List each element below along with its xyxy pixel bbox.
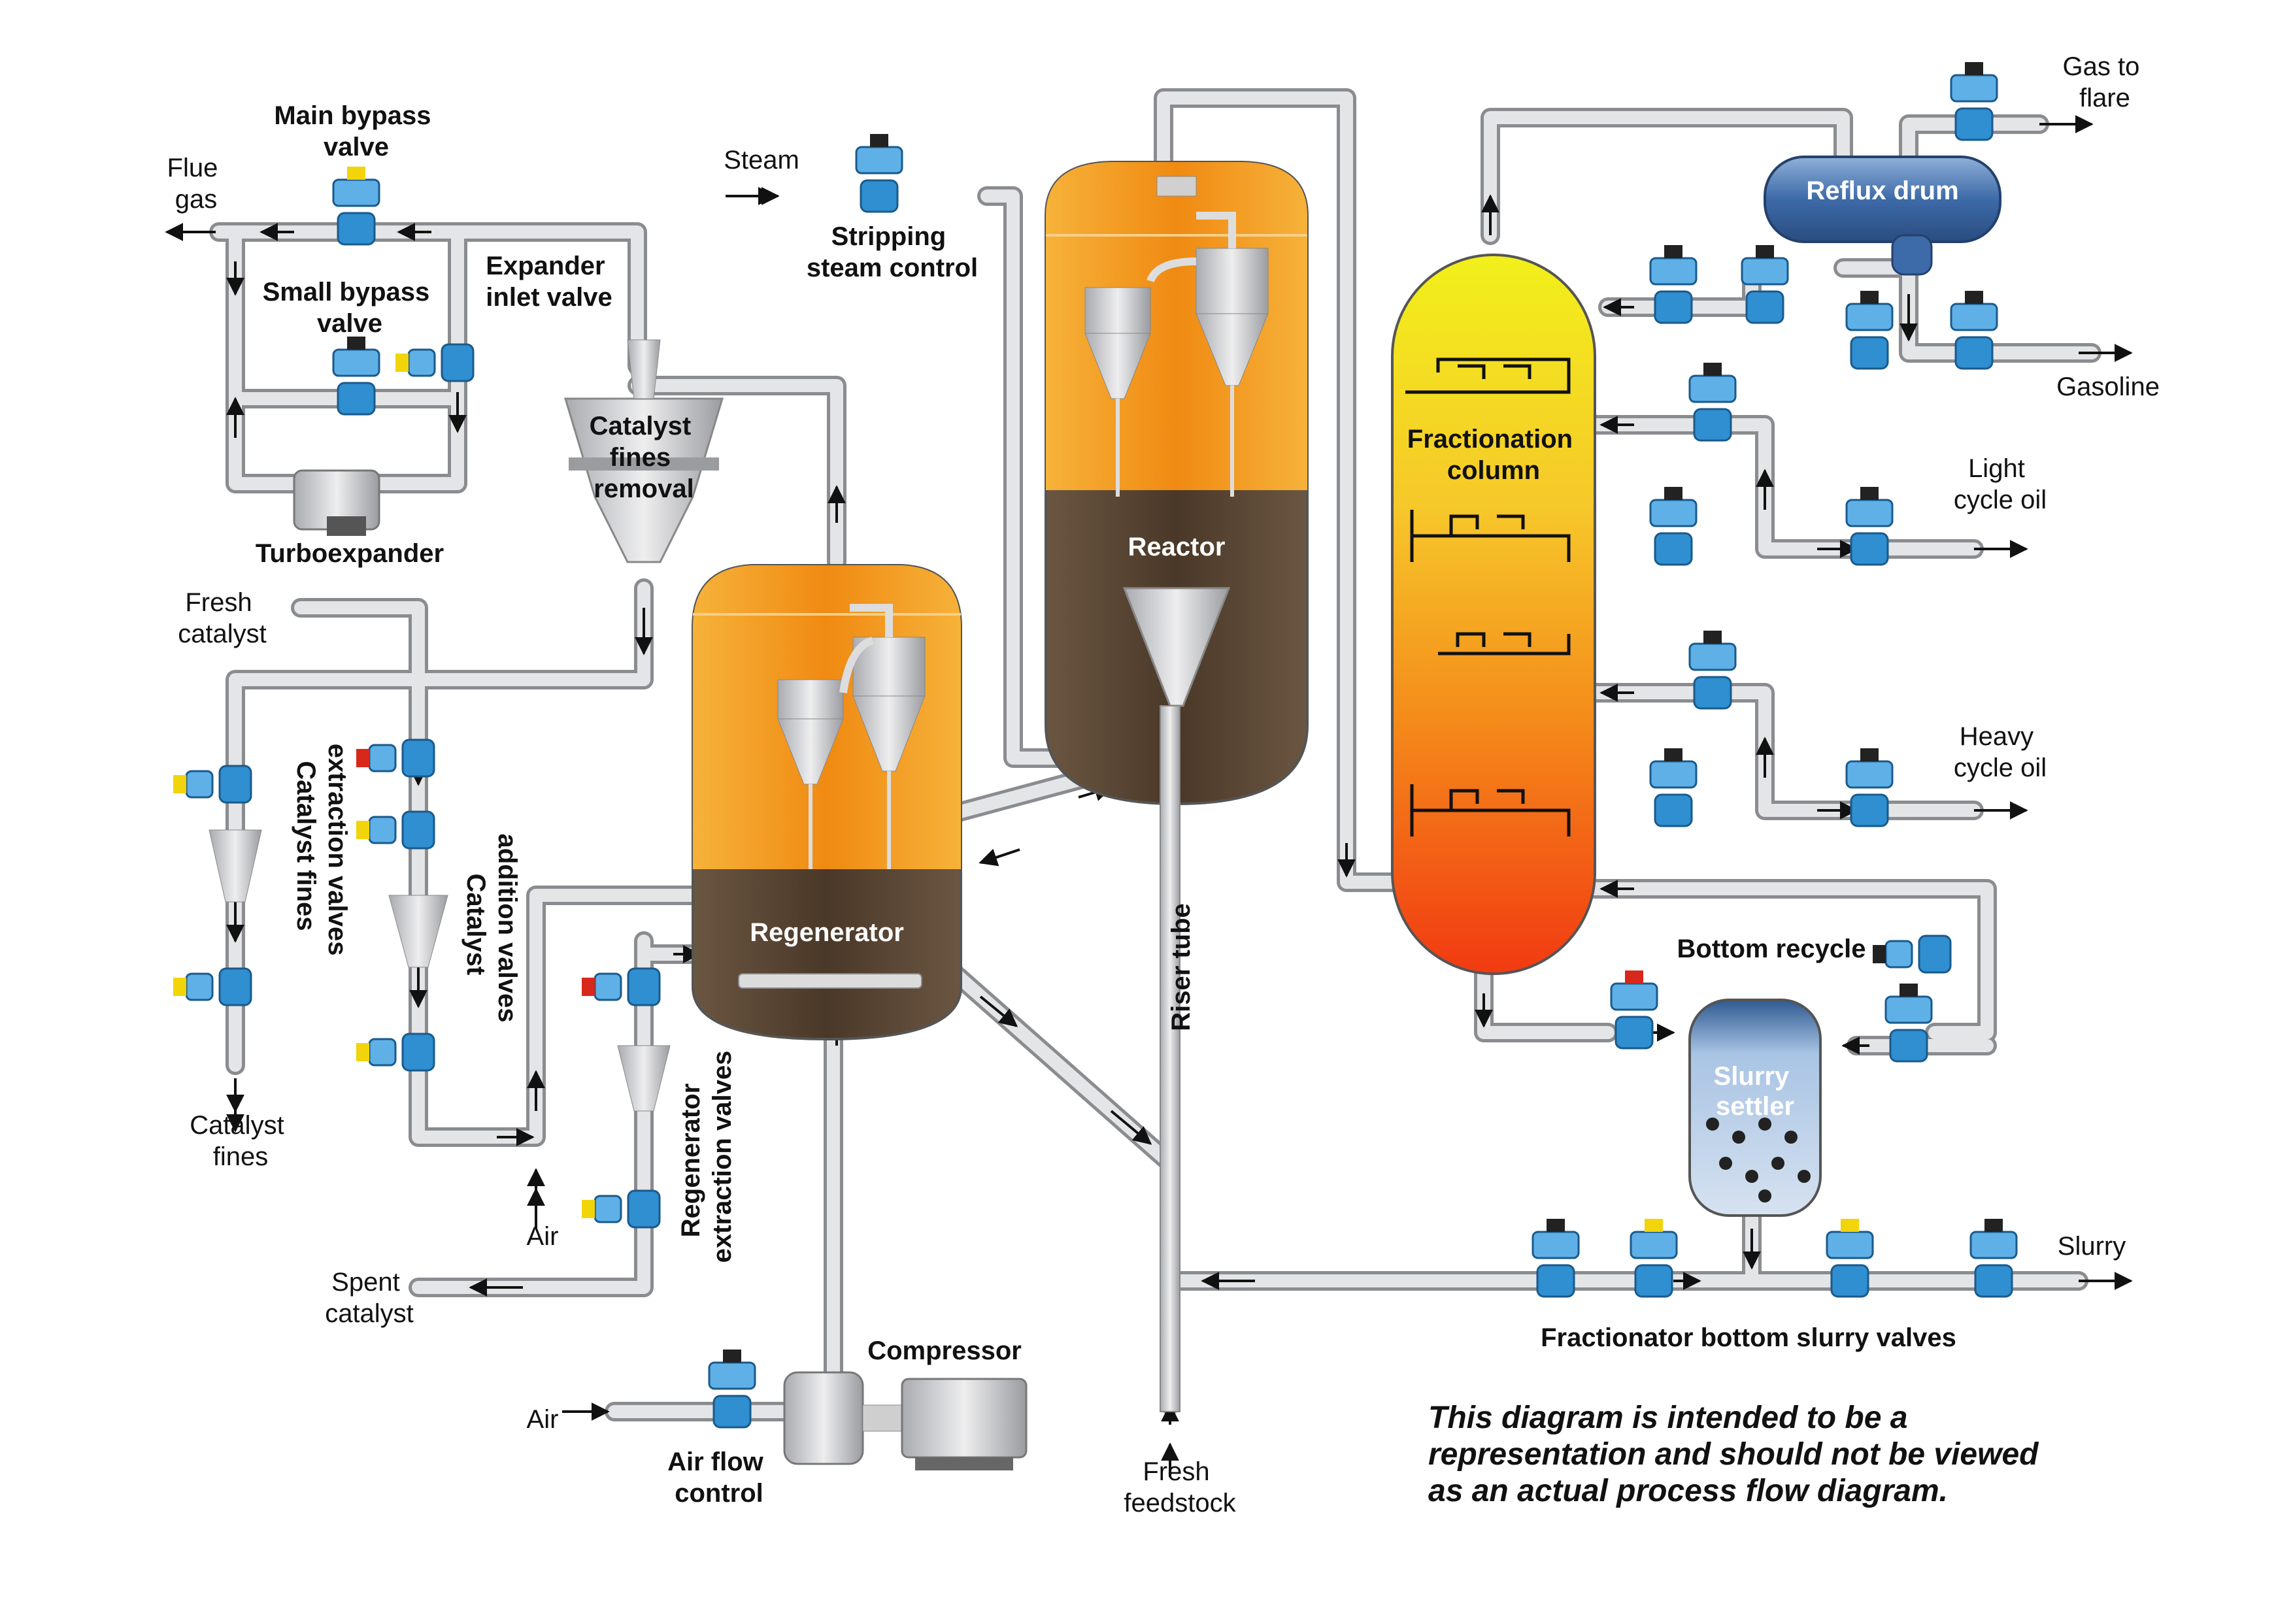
slurry-label: Slurry (2058, 1232, 2126, 1261)
gas-to-flare-valve[interactable] (1950, 62, 1998, 141)
compressor[interactable]: Compressor (783, 1336, 1028, 1470)
fresh-catalyst-label: Fresh catalyst (178, 588, 267, 648)
fractionator-bottom-slurry-valves-label: Fractionator bottom slurry valves (1541, 1323, 1956, 1352)
regenerator-cyclones (777, 604, 926, 869)
bottom-recycle-inlet-valve[interactable] (1610, 970, 1658, 1050)
gasoline-valve[interactable] (1950, 291, 1998, 370)
air-bottom-label: Air (527, 1405, 559, 1434)
reactor-cyclones (1084, 212, 1269, 497)
reactor-vessel[interactable]: Reactor (1045, 161, 1309, 1412)
valve-group (173, 62, 2018, 1429)
stripping-steam-control-label: Stripping steam control (807, 222, 978, 282)
turboexpander-label: Turboexpander (256, 539, 444, 568)
catalyst-fines-extraction-valves-label: Catalyst fines extraction valves (292, 744, 352, 956)
slurry-settler[interactable]: Slurry settler (1688, 999, 1822, 1217)
spent-catalyst-label: Spent catalyst (325, 1268, 414, 1328)
regenerator-vessel[interactable]: Regenerator (692, 564, 962, 1041)
small-bypass-valve-label: Small bypass valve (263, 278, 437, 338)
flue-gas-label: Flue gas (167, 154, 226, 214)
column-trays (1405, 357, 1571, 837)
bottom-recycle-valve[interactable] (1873, 935, 1952, 974)
reactor-label: Reactor (1128, 533, 1226, 561)
slurry-valve-4[interactable] (1969, 1219, 2018, 1298)
fractionation-column-label: Fractionation column (1407, 425, 1580, 485)
light-cycle-oil-valve[interactable] (1649, 487, 1698, 566)
catalyst-fines-label: Catalyst fines (190, 1111, 292, 1171)
small-bypass-valve[interactable] (332, 337, 380, 416)
catalyst-fines-extraction-valve-upper[interactable] (173, 765, 252, 804)
gasoline-level-valve[interactable] (1845, 291, 1894, 370)
catalyst-fines-removal-separator[interactable]: Catalyst fines removal (563, 339, 724, 563)
catalyst-addition-valves-label: Catalyst addition valves (461, 834, 522, 1023)
regenerator-extraction-valves-label: Regenerator extraction valves (677, 1051, 737, 1263)
fractionation-column[interactable]: Fractionation column (1391, 254, 1596, 975)
bottom-recycle-label: Bottom recycle (1677, 935, 1866, 963)
riser-termination-cone (1122, 587, 1231, 707)
catalyst-hoppers (209, 829, 671, 1112)
settler-droplets (1706, 1118, 1811, 1202)
reflux-control-valve[interactable] (1649, 245, 1698, 324)
regenerator-extraction-valve-upper[interactable] (582, 967, 661, 1006)
heavy-cycle-oil-return-valve[interactable] (1688, 631, 1737, 710)
catalyst-addition-valve-1[interactable] (356, 738, 435, 778)
riser-tube (1160, 705, 1180, 1412)
gasoline-label: Gasoline (2056, 373, 2160, 401)
light-cycle-oil-label: Light cycle oil (1954, 454, 2047, 514)
regenerator-extraction-valve-lower[interactable] (582, 1189, 661, 1229)
expander-inlet-valve[interactable] (395, 343, 475, 382)
air-flow-control-label: Air flow control (667, 1448, 771, 1508)
label-layer: Main bypass valve Flue gas Small bypass … (167, 52, 2160, 1517)
catalyst-fines-removal-label: Catalyst fines removal (590, 412, 699, 503)
steam-label: Steam (724, 146, 799, 174)
light-cycle-oil-return-valve[interactable] (1688, 363, 1737, 442)
heavy-cycle-oil-control-valve[interactable] (1845, 748, 1894, 827)
disclaimer-note: This diagram is intended to be a represe… (1428, 1400, 2047, 1508)
riser-tube-label: Riser tube (1167, 903, 1196, 1031)
heavy-cycle-oil-valve[interactable] (1649, 748, 1698, 827)
light-cycle-oil-control-valve[interactable] (1845, 487, 1894, 566)
gas-to-flare-label: Gas to flare (2063, 52, 2147, 112)
compressor-label: Compressor (867, 1336, 1022, 1365)
air-left-label: Air (527, 1222, 559, 1251)
catalyst-addition-valve-2[interactable] (356, 810, 435, 850)
reflux-drum-label: Reflux drum (1806, 176, 1958, 205)
reflux-drum[interactable]: Reflux drum (1764, 156, 2001, 276)
catalyst-fines-extraction-valve-lower[interactable] (173, 967, 252, 1006)
regenerator-label: Regenerator (750, 918, 904, 947)
fresh-feedstock-label: Fresh feedstock (1124, 1457, 1236, 1517)
slurry-valve-1[interactable] (1531, 1219, 1580, 1298)
turboexpander[interactable]: Turboexpander (256, 469, 444, 568)
stripping-steam-control-valve[interactable] (855, 134, 903, 213)
main-bypass-valve[interactable] (332, 167, 380, 246)
catalyst-addition-valve-3[interactable] (356, 1033, 435, 1072)
air-distributor-grid (738, 973, 922, 989)
heavy-cycle-oil-label: Heavy cycle oil (1954, 722, 2047, 782)
expander-inlet-valve-label: Expander inlet valve (486, 252, 612, 312)
slurry-valve-2[interactable] (1630, 1219, 1678, 1298)
slurry-settler-label: Slurry settler (1714, 1062, 1797, 1121)
bottom-recycle-outlet-valve[interactable] (1884, 984, 1933, 1063)
air-flow-control-valve[interactable] (708, 1350, 756, 1429)
main-bypass-valve-label: Main bypass valve (274, 101, 438, 161)
slurry-valve-3[interactable] (1826, 1219, 1874, 1298)
reflux-return-valve[interactable] (1741, 245, 1789, 324)
